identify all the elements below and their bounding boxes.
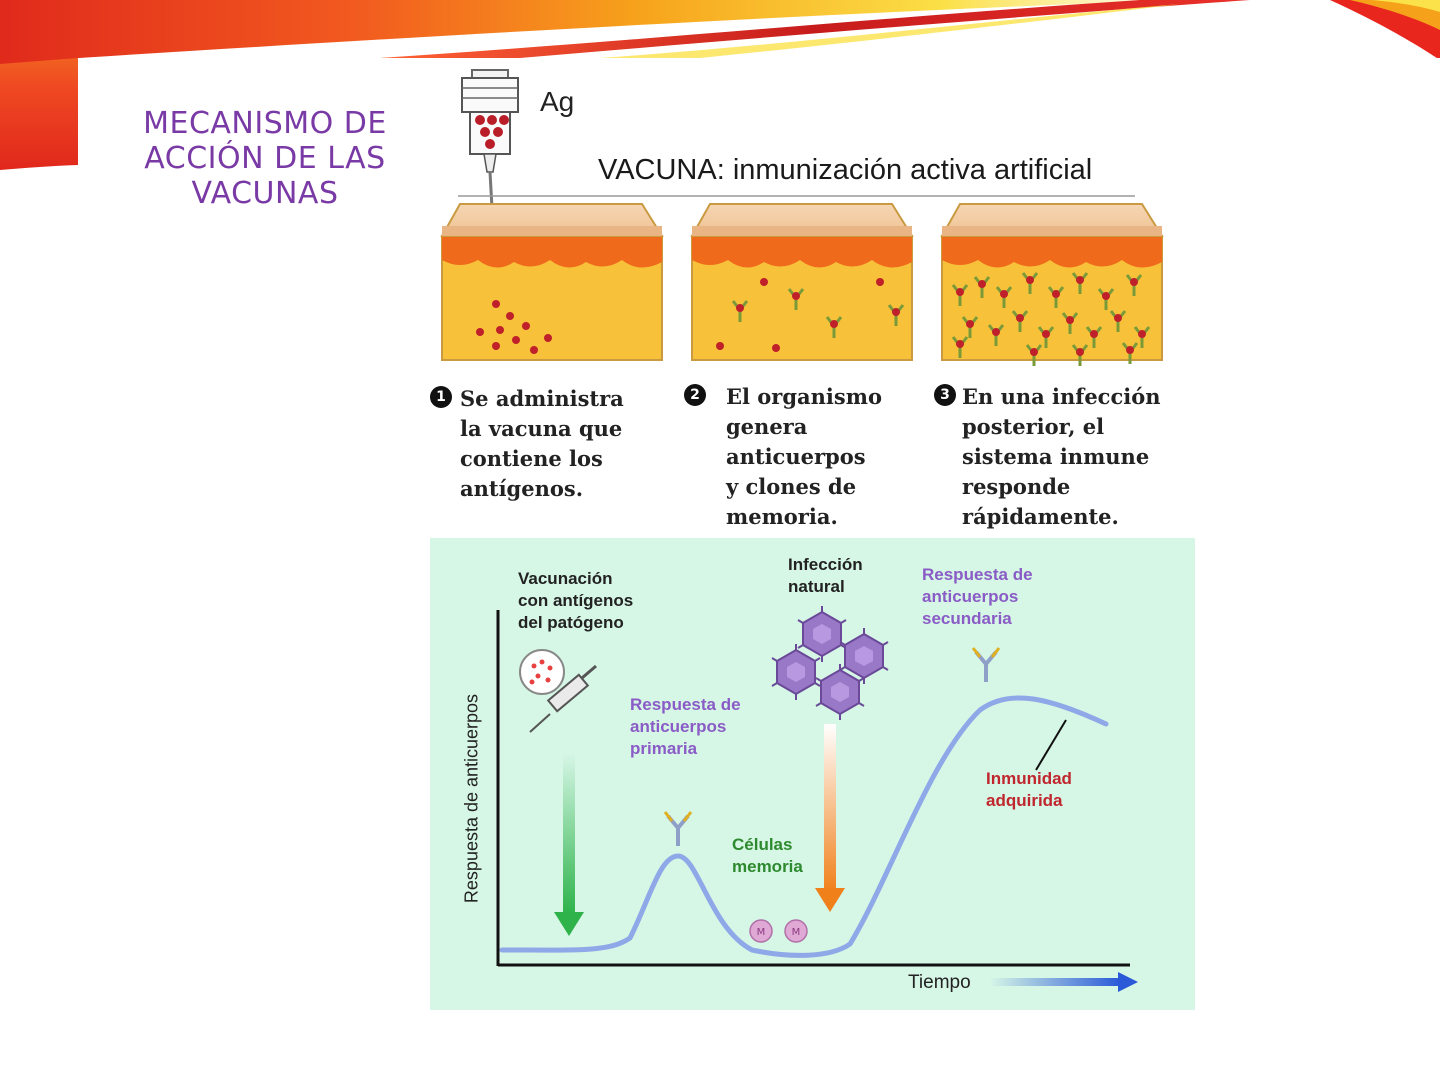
virus-icon bbox=[797, 605, 847, 663]
antibody-response-graph: M M Respuesta de anticuerpos Tiempo Vacu… bbox=[430, 538, 1195, 1010]
step-number-1: 1 bbox=[430, 386, 452, 408]
x-axis-label: Tiempo bbox=[908, 972, 971, 993]
syringe-icon bbox=[461, 69, 519, 281]
memory-cell-icon: M bbox=[749, 919, 773, 943]
graph-drawing: M M bbox=[496, 605, 1138, 992]
memory-cells-label: Células memoria bbox=[732, 835, 803, 876]
antibody-response-curve bbox=[499, 695, 1109, 958]
vaccine-illustration: Ag VACUNA: inmunización activa artificia… bbox=[430, 64, 1200, 534]
y-axis-label: Respuesta de anticuerpos bbox=[461, 693, 482, 904]
step-number-2: 2 bbox=[684, 384, 706, 406]
memory-cell-marker-2: M bbox=[792, 927, 801, 938]
step-text-1: Se administra la vacuna que contiene los… bbox=[460, 386, 624, 501]
primary-response-label: Respuesta de anticuerpos primaria bbox=[630, 695, 741, 758]
secondary-response-label: Respuesta de anticuerpos secundaria bbox=[922, 565, 1033, 628]
step-text-2: El organismo genera anticuerpos y clones… bbox=[726, 384, 882, 529]
infection-label: Infección natural bbox=[788, 555, 863, 596]
acquired-immunity-label: Inmunidad adquirida bbox=[986, 769, 1072, 810]
time-arrow-icon bbox=[1118, 972, 1138, 992]
step-text-3: En una infección posterior, el sistema i… bbox=[962, 384, 1161, 529]
vaccine-heading: VACUNA: inmunización activa artificial bbox=[598, 154, 1093, 186]
slide-title: MECANISMO DE ACCIÓN DE LAS VACUNAS bbox=[143, 106, 387, 211]
skin-block-1 bbox=[440, 203, 664, 361]
vaccination-arrow-icon bbox=[554, 912, 584, 936]
skin-block-2 bbox=[690, 203, 914, 361]
vaccination-label: Vacunación con antígenos del patógeno bbox=[518, 569, 634, 632]
skin-diagram bbox=[440, 69, 1164, 368]
memory-cell-marker-1: M bbox=[757, 927, 766, 938]
skin-block-3 bbox=[940, 203, 1164, 368]
vaccine-syringe-icon bbox=[519, 649, 597, 733]
secondary-antibody-icon bbox=[971, 646, 1001, 684]
virus-icon bbox=[771, 643, 821, 701]
primary-antibody-icon bbox=[663, 810, 693, 848]
memory-cell-icon: M bbox=[784, 919, 808, 943]
step-number-3: 3 bbox=[934, 384, 956, 406]
antigen-label: Ag bbox=[540, 86, 575, 117]
infection-arrow-icon bbox=[815, 888, 845, 912]
decorative-banner bbox=[0, 0, 1440, 170]
